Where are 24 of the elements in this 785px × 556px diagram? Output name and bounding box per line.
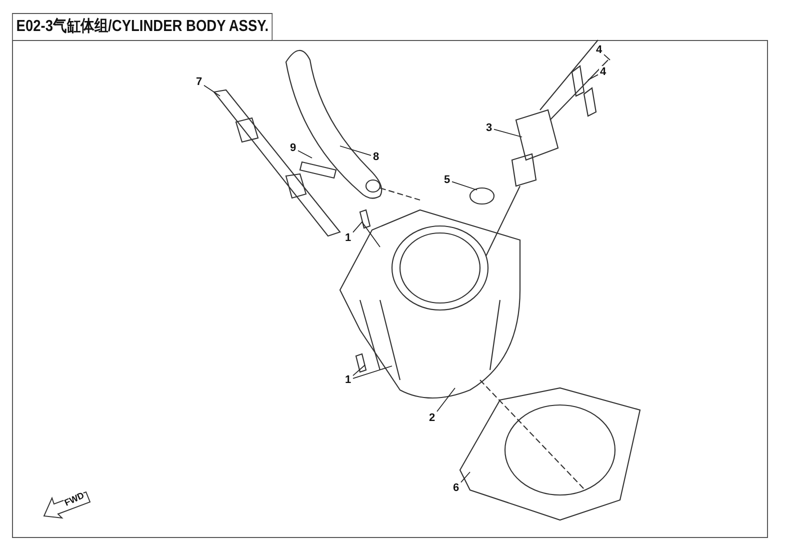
leader-line xyxy=(604,54,610,60)
leader-line xyxy=(204,84,220,96)
leader-line xyxy=(460,472,470,483)
callout-number: 5 xyxy=(443,174,451,186)
diagram-title: E02-3气缸体组/CYLINDER BODY ASSY. xyxy=(12,13,273,41)
leader-line xyxy=(452,181,478,190)
callout-number: 8 xyxy=(372,151,380,163)
leader-line xyxy=(352,221,380,248)
leader-line xyxy=(436,388,456,412)
callout-number: 1 xyxy=(344,232,352,244)
callout-number: 3 xyxy=(485,122,493,134)
callout-number: 4 xyxy=(595,44,603,56)
leader-line xyxy=(298,150,312,158)
callout-number: 7 xyxy=(195,76,203,88)
leader-line xyxy=(494,128,522,138)
leader-line xyxy=(340,146,372,156)
callout-number: 9 xyxy=(289,142,297,154)
leader-line xyxy=(588,74,598,80)
callout-number: 2 xyxy=(428,412,436,424)
callout-number: 6 xyxy=(452,482,460,494)
leader-line xyxy=(352,366,392,379)
callout-number: 4 xyxy=(599,66,607,78)
callout-number: 1 xyxy=(344,374,352,386)
leader-line xyxy=(352,364,366,376)
